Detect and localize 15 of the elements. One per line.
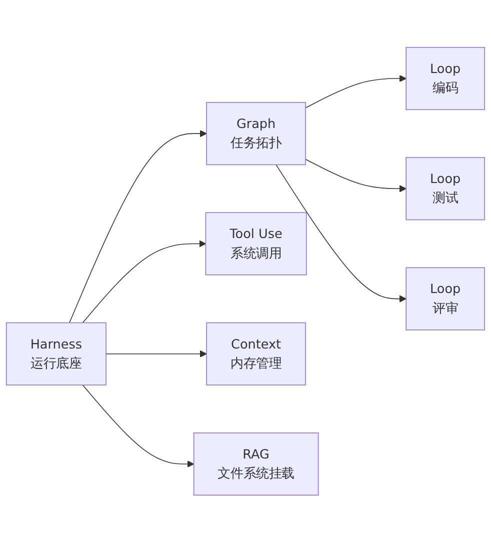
node-box: Loop 测试: [406, 156, 486, 220]
node-box: Context 内存管理: [206, 322, 306, 386]
node-box: Loop 编码: [406, 46, 486, 110]
arrow: [276, 164, 406, 302]
arrow: [305, 158, 406, 192]
node-box: Loop 评审: [406, 267, 486, 330]
node-box: RAG 文件系统挂载: [193, 432, 319, 496]
arrow: [82, 240, 206, 323]
arrow: [69, 130, 207, 323]
node-box: Graph 任务拓扑: [206, 102, 306, 165]
arrow: [82, 384, 194, 468]
arrow: [106, 350, 207, 358]
node-box: Harness 运行底座: [6, 322, 106, 386]
node-box: Tool Use 系统调用: [205, 212, 307, 275]
arrow: [305, 74, 406, 108]
